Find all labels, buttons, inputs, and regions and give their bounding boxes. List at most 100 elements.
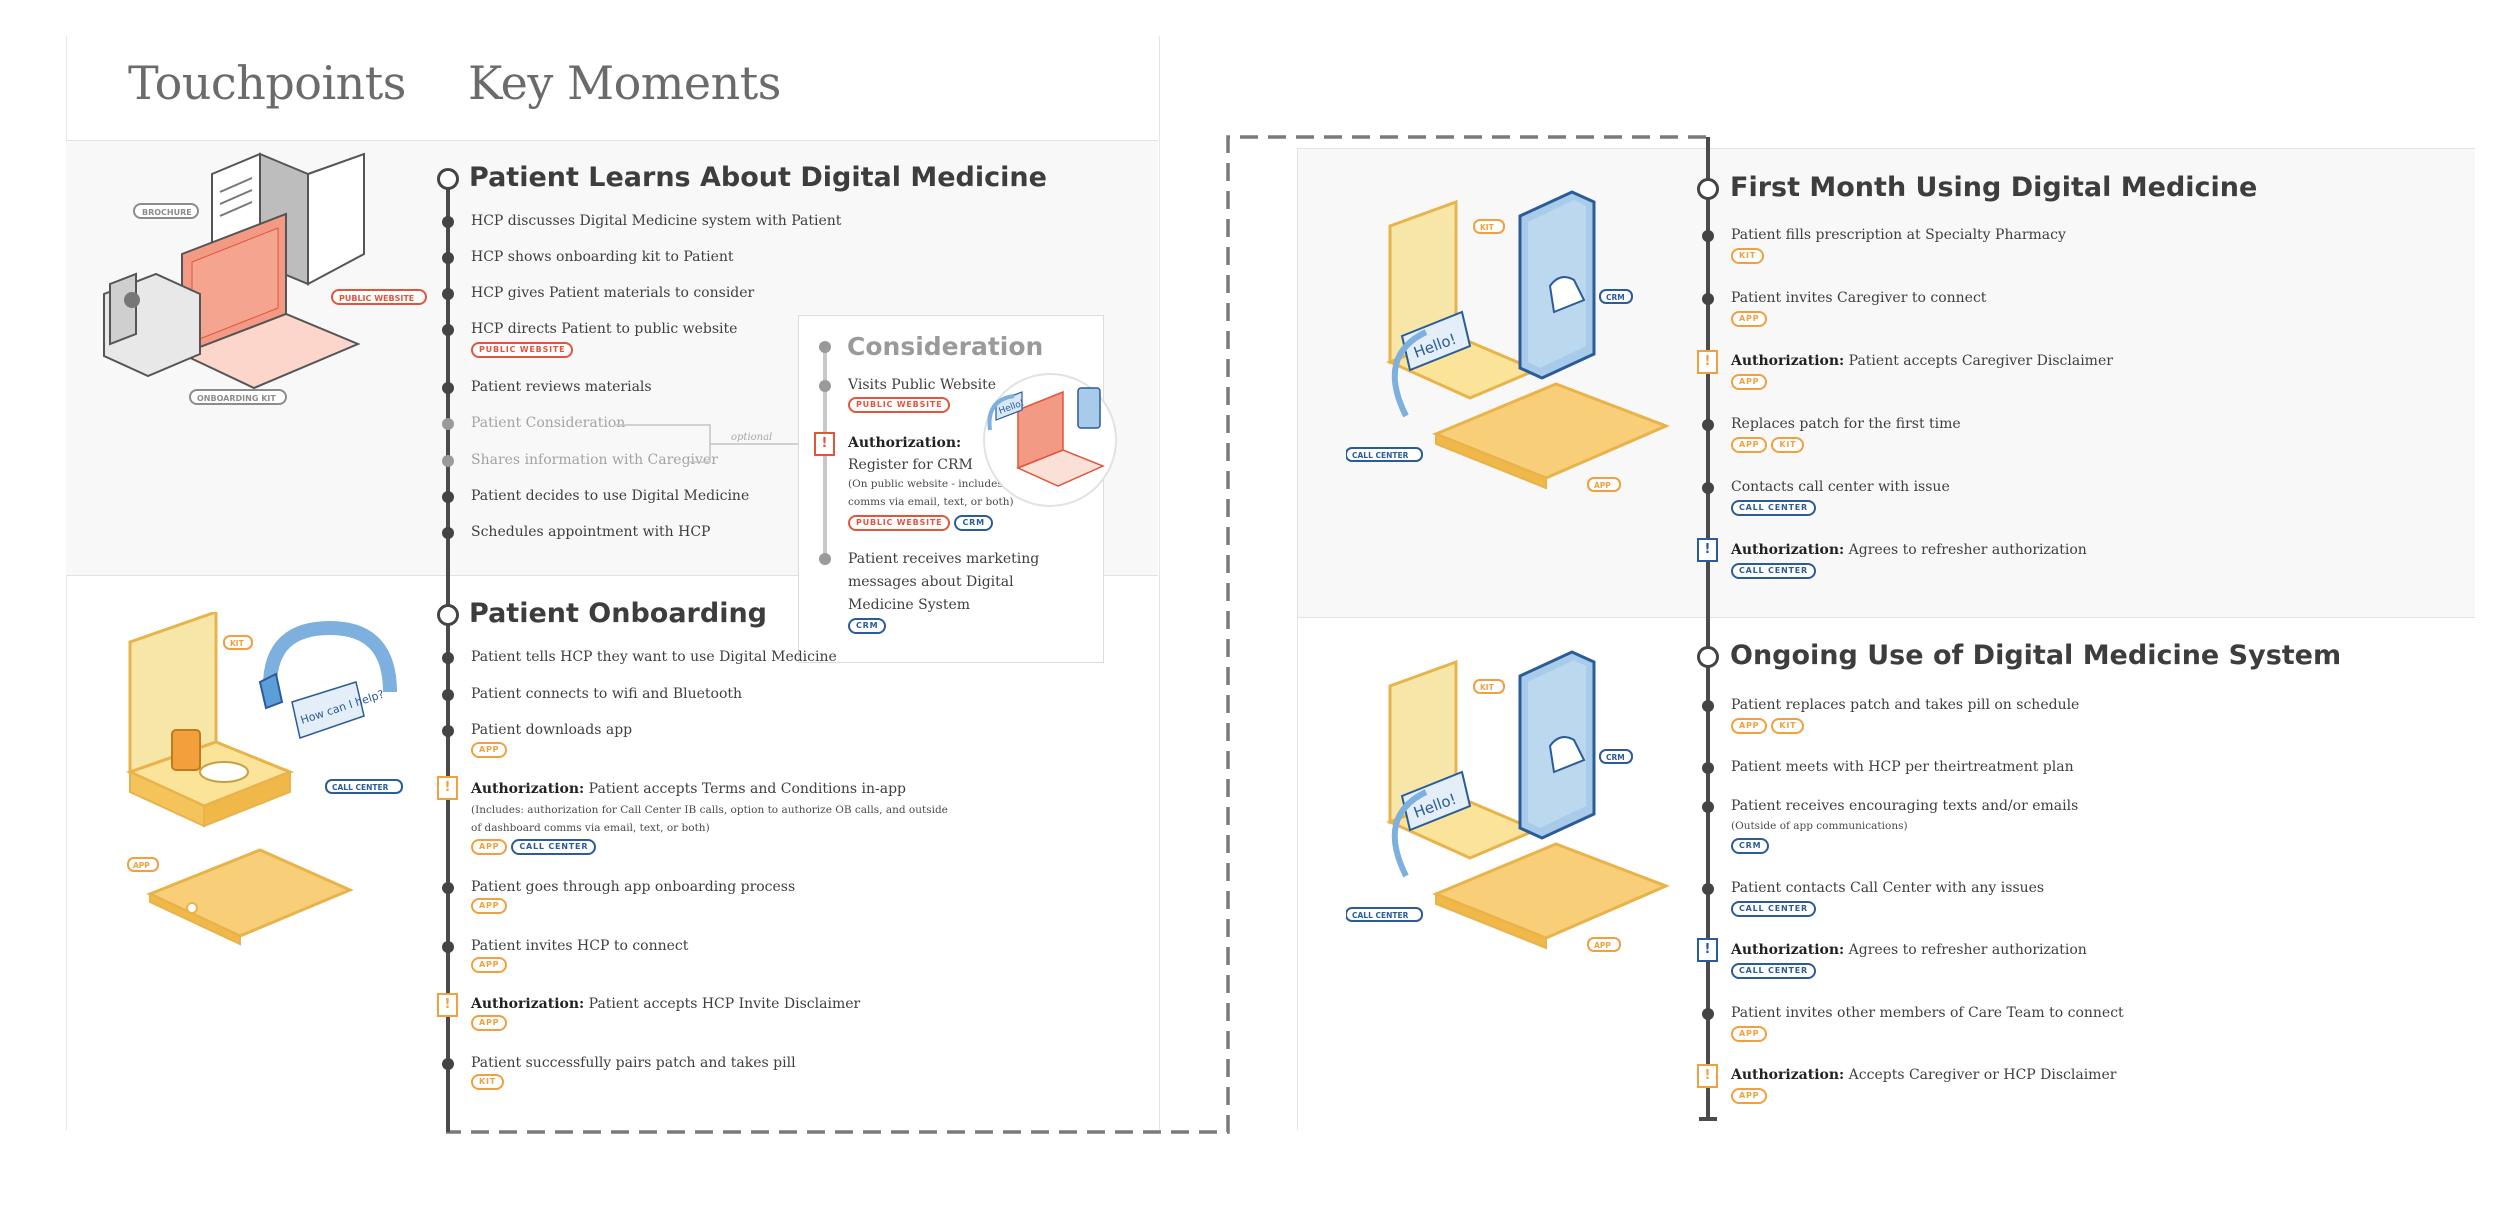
tag-group: PUBLIC WEBSITE <box>471 342 574 358</box>
learns-item: Schedules appointment with HCP <box>471 524 711 540</box>
ongoing-item: Patient receives encouraging texts and/o… <box>1731 798 2079 814</box>
timeline-dot-grey <box>819 341 831 353</box>
ongoing-auth: Authorization: Accepts Caregiver or HCP … <box>1731 1066 2116 1084</box>
app-label: APP <box>127 857 159 872</box>
auth-label: Authorization: <box>1731 1067 1845 1083</box>
auth-text: Agrees to refresher authorization <box>1848 542 2087 558</box>
auth-label: Authorization: <box>1731 542 1845 558</box>
kit-tag: KIT <box>1771 437 1805 453</box>
onboarding-item: Patient successfully pairs patch and tak… <box>471 1055 796 1071</box>
app-tag: APP <box>471 1015 508 1031</box>
onboarding-auth: Authorization: Patient accepts Terms and… <box>471 780 906 798</box>
auth-label: Authorization: <box>1731 353 1845 369</box>
ongoing-item: Patient replaces patch and takes pill on… <box>1731 697 2080 713</box>
app-text: APP <box>1594 941 1611 950</box>
onboarding-auth: Authorization: Patient accepts HCP Invit… <box>471 995 860 1013</box>
learns-title: Patient Learns About Digital Medicine <box>469 162 1047 193</box>
app-label: APP <box>1587 477 1621 492</box>
tag-group: APP CALL CENTER <box>471 839 597 855</box>
authorization-icon: ! <box>437 993 458 1017</box>
app-label: APP <box>1587 937 1621 952</box>
consideration-auth-text: Register for CRM <box>848 457 973 473</box>
onboarding-note: (Includes: authorization for Call Center… <box>471 804 948 816</box>
learns-item: HCP directs Patient to public website <box>471 321 738 337</box>
optional-label: optional <box>731 432 773 443</box>
call-center-tag: CALL CENTER <box>1731 563 1816 579</box>
app-tag: APP <box>1731 1026 1768 1042</box>
call-center-text: CALL CENTER <box>1352 451 1409 460</box>
kit-label: KIT <box>1473 679 1505 694</box>
kit-tag: KIT <box>471 1074 505 1090</box>
consideration-item: Patient receives marketing <box>848 551 1040 567</box>
left-panel <box>66 36 1160 1130</box>
app-tag: APP <box>1731 1088 1768 1104</box>
call-center-tag: CALL CENTER <box>1731 901 1816 917</box>
tag-group: KIT <box>1731 248 1765 264</box>
auth-text: Accepts Caregiver or HCP Disclaimer <box>1848 1067 2117 1083</box>
timeline-dot <box>1702 293 1714 305</box>
call-center-text: CALL CENTER <box>1352 911 1409 920</box>
tag-group: PUBLIC WEBSITE CRM <box>848 515 993 531</box>
app-tag: APP <box>1731 311 1768 327</box>
tag-group: APP <box>471 898 508 914</box>
tag-group: APP <box>1731 1088 1768 1104</box>
consideration-laptop-illustration: Hello! <box>983 373 1117 507</box>
learns-item: Shares information with Caregiver <box>471 452 718 468</box>
onboarding-touchpoints-illustration: How can I help? KIT CALL CENTER APP <box>125 612 403 946</box>
auth-label: Authorization: <box>848 435 962 451</box>
onboarding-milestone <box>437 604 459 626</box>
authorization-icon: ! <box>437 776 458 800</box>
consideration-note: (On public website - includes <box>848 478 1003 490</box>
public-website-tag: PUBLIC WEBSITE <box>471 342 574 358</box>
ongoing-item: Patient contacts Call Center with any is… <box>1731 880 2045 896</box>
public-website-label: PUBLIC WEBSITE <box>331 289 427 305</box>
kit-label: KIT <box>223 635 253 650</box>
learns-milestone <box>437 168 459 190</box>
call-center-tag: CALL CENTER <box>1731 500 1816 516</box>
first-month-item: Patient invites Caregiver to connect <box>1731 290 1987 306</box>
consideration-item: Medicine System <box>848 597 971 613</box>
call-center-tag: CALL CENTER <box>1731 963 1816 979</box>
first-month-milestone <box>1697 178 1719 200</box>
timeline-dot <box>442 652 454 664</box>
auth-text: Patient accepts HCP Invite Disclaimer <box>588 996 861 1012</box>
call-center-tag: CALL CENTER <box>511 839 597 855</box>
tag-group: APP <box>471 957 508 973</box>
first-month-touchpoints-illustration: Hello! KIT CRM CALL CENTER APP <box>1346 190 1670 492</box>
ongoing-note: (Outside of app communications) <box>1731 820 1908 832</box>
optional-bracket <box>614 424 800 463</box>
ongoing-item: Patient meets with HCP per theirtreatmen… <box>1731 759 2074 775</box>
onboarding-kit-label: ONBOARDING KIT <box>189 389 287 405</box>
onboarding-kit-text: ONBOARDING KIT <box>197 394 276 403</box>
onboarding-item: Patient connects to wifi and Bluetooth <box>471 686 743 702</box>
crm-text: CRM <box>1606 753 1625 762</box>
app-text: APP <box>133 861 150 870</box>
kit-text: KIT <box>1480 223 1495 232</box>
app-tag: APP <box>471 898 508 914</box>
public-website-text: PUBLIC WEBSITE <box>339 294 414 303</box>
crm-label: CRM <box>1599 289 1633 304</box>
auth-label: Authorization: <box>1731 942 1845 958</box>
timeline-end-cap <box>1699 1117 1717 1121</box>
consideration-note: comms via email, text, or both) <box>848 496 1014 508</box>
consideration-item: messages about Digital <box>848 574 1014 590</box>
app-tag: APP <box>471 839 508 855</box>
right-timeline <box>1706 137 1710 1121</box>
kit-label: KIT <box>1473 219 1505 234</box>
timeline-dot <box>442 725 454 737</box>
crm-label: CRM <box>1599 749 1633 764</box>
tag-group: KIT <box>471 1074 505 1090</box>
kit-text: KIT <box>1480 683 1495 692</box>
learns-item: Patient reviews materials <box>471 379 652 395</box>
timeline-dot <box>442 252 454 264</box>
onboarding-item: Patient goes through app onboarding proc… <box>471 879 796 895</box>
onboarding-title: Patient Onboarding <box>469 598 768 629</box>
tag-group: CALL CENTER <box>1731 500 1816 516</box>
tag-group: CALL CENTER <box>1731 901 1816 917</box>
authorization-icon: ! <box>814 432 835 456</box>
learns-item: HCP gives Patient materials to consider <box>471 285 755 301</box>
authorization-icon: ! <box>1697 350 1718 374</box>
call-center-label: CALL CENTER <box>325 779 403 794</box>
app-tag: APP <box>1731 374 1768 390</box>
app-tag: APP <box>1731 718 1768 734</box>
